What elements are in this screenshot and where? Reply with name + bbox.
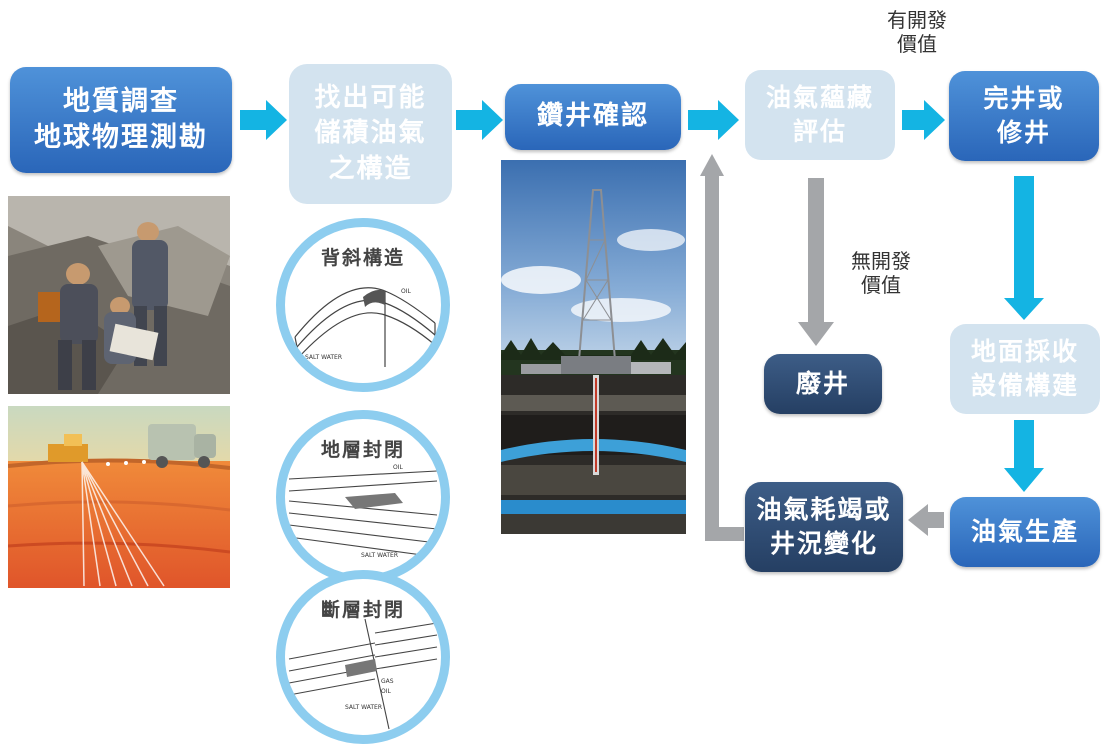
arrow-geo-to-structure <box>240 100 287 140</box>
node-production: 油氣生產 <box>950 497 1100 567</box>
node-geo-survey-line1: 地質調查 <box>63 85 179 117</box>
circle-anticline-title: 背斜構造 <box>320 247 405 269</box>
node-find-structure-line2: 儲積油氣 <box>314 118 427 149</box>
label-has-value: 有開發 價值 <box>862 8 972 56</box>
arrow-facility-to-production <box>1004 420 1044 492</box>
fault-oil-label: OIL <box>381 688 391 695</box>
label-has-value-line1: 有開發 <box>887 8 947 32</box>
stratigraphic-diagram: OIL SALT WATER <box>288 464 438 559</box>
node-geo-survey-line2: 地球物理測勘 <box>34 122 208 153</box>
strat-saltwater-label: SALT WATER <box>361 552 398 559</box>
fault-saltwater-label: SALT WATER <box>345 704 382 711</box>
node-reservoir-eval-line1: 油氣蘊藏 <box>765 83 874 113</box>
arrow-production-to-depletion <box>908 504 944 536</box>
circle-stratigraphic-trap: 地層封閉 OIL SALT WATER <box>276 410 450 584</box>
strat-oil-label: OIL <box>393 464 403 471</box>
node-find-structure: 找出可能 儲積油氣 之構造 <box>289 64 452 204</box>
label-has-value-line2: 價值 <box>897 32 937 56</box>
node-surface-facility-line1: 地面採收 <box>970 337 1079 367</box>
node-complete-well: 完井或 修井 <box>949 71 1099 161</box>
arrow-eval-to-abandon <box>798 178 834 346</box>
drilling-rig-photo <box>501 160 686 534</box>
node-drill-confirm: 鑽井確認 <box>505 84 681 150</box>
node-surface-facility: 地面採收 設備構建 <box>950 324 1100 414</box>
arrow-eval-to-complete <box>902 100 945 140</box>
node-surface-facility-line2: 設備構建 <box>970 371 1079 400</box>
node-reservoir-eval-line2: 評估 <box>792 117 847 146</box>
node-abandon-line1: 廢井 <box>795 369 850 399</box>
label-no-value-line2: 價值 <box>861 273 901 297</box>
anticline-diagram: OIL SALT WATER <box>294 287 436 367</box>
circle-anticline: 背斜構造 OIL SALT WATER <box>276 218 450 392</box>
node-find-structure-line1: 找出可能 <box>314 83 427 114</box>
circle-fault-title: 斷層封閉 <box>320 599 405 621</box>
node-complete-well-line1: 完井或 <box>983 84 1065 114</box>
circle-stratigraphic-title: 地層封閉 <box>320 439 405 461</box>
arrow-loop-head <box>700 154 724 176</box>
arrow-depletion-loop <box>705 172 744 541</box>
fault-gas-label: GAS <box>381 678 394 685</box>
node-complete-well-line2: 修井 <box>996 118 1051 147</box>
node-find-structure-line3: 之構造 <box>328 153 413 184</box>
node-abandon: 廢井 <box>764 354 882 414</box>
node-drill-confirm-line1: 鑽井確認 <box>536 101 649 132</box>
label-no-value-line1: 無開發 <box>851 249 911 273</box>
node-production-line1: 油氣生產 <box>970 517 1079 547</box>
anticline-oil-label: OIL <box>401 288 411 295</box>
node-depletion-line1: 油氣耗竭或 <box>756 495 892 525</box>
circle-fault-trap: 斷層封閉 GAS OIL SALT WATER <box>276 570 450 744</box>
seismic-survey-photo <box>8 406 230 588</box>
seismic-survey-art <box>8 406 230 588</box>
label-no-value: 無開發 價值 <box>826 249 936 297</box>
drilling-rig-art <box>501 160 686 534</box>
geologist-photo <box>8 196 230 394</box>
node-depletion: 油氣耗竭或 井況變化 <box>745 482 903 572</box>
node-geo-survey: 地質調查 地球物理測勘 <box>10 67 232 173</box>
anticline-saltwater-label: SALT WATER <box>305 354 342 361</box>
fault-diagram: GAS OIL SALT WATER <box>288 618 438 730</box>
node-reservoir-eval: 油氣蘊藏 評估 <box>745 70 895 160</box>
arrow-structure-to-drill <box>456 100 503 140</box>
arrow-drill-to-eval <box>688 100 739 140</box>
arrow-complete-to-facility <box>1004 176 1044 320</box>
node-depletion-line2: 井況變化 <box>769 529 878 558</box>
geologist-photo-art <box>8 196 230 394</box>
